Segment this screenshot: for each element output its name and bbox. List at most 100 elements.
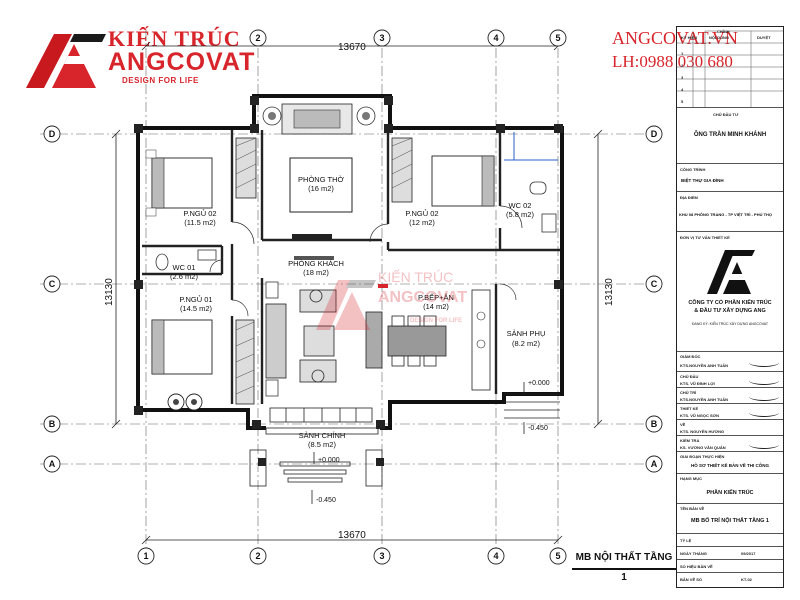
grid-row-b-left: B bbox=[49, 419, 56, 429]
rev-row-4: 4 bbox=[681, 87, 684, 92]
owner-cell: CHỦ ĐẦU TƯ ÔNG TRẦN MINH KHÁNH bbox=[677, 107, 783, 163]
owner-name: ÔNG TRẦN MINH KHÁNH bbox=[693, 132, 767, 138]
room-wc01-name: WC 01 bbox=[173, 263, 196, 272]
draft-name: KTS. NGUYỄN HƯƠNG bbox=[680, 429, 725, 434]
room-bed02-left-area: (11.5 m2) bbox=[184, 218, 216, 227]
room-living-area: (18 m2) bbox=[303, 268, 329, 277]
project-label: CÔNG TRÌNH bbox=[680, 167, 706, 172]
grid-row-d-right: D bbox=[651, 129, 658, 139]
check-cell: KIỂM TRA KS. VƯƠNG VĂN QUÂN bbox=[677, 435, 783, 451]
dim-left: 13130 bbox=[104, 278, 115, 306]
logo-tagline: DESIGN FOR LIFE bbox=[122, 76, 199, 85]
owner-label: CHỦ ĐẦU TƯ bbox=[713, 112, 739, 117]
room-altar-area: (16 m2) bbox=[308, 184, 334, 193]
chief-name: KTS.NGUYỄN ANH TUẤN bbox=[680, 397, 729, 402]
drawing-label: TÊN BẢN VẼ bbox=[680, 506, 705, 511]
company-address: ĐANG KÝ: KIẾN TRÚC XÂY DỰNG ANGCOVAT bbox=[691, 322, 769, 326]
grid-col-4-bottom: 4 bbox=[493, 551, 498, 561]
grid-row-a-left: A bbox=[49, 459, 56, 469]
chief-cell: CHỦ TRÌ KTS.NGUYỄN ANH TUẤN bbox=[677, 387, 783, 403]
project-name: BIỆT THỰ GIA ĐÌNH bbox=[681, 178, 724, 183]
dim-bottom: 13670 bbox=[338, 530, 366, 541]
brand-phone: LH:0988 030 680 bbox=[612, 52, 733, 71]
check-label: KIỂM TRA bbox=[680, 438, 700, 443]
rev-header-c3: DUYỆT bbox=[757, 35, 771, 40]
watermark-tagline: DESIGN FOR LIFE bbox=[410, 318, 462, 324]
rev-header-c0: CHỈNH bbox=[717, 29, 730, 34]
lead-cell: CHỦ ĐẦU KTS. VŨ ĐÌNH LỢI bbox=[677, 371, 783, 387]
scale-cell: TỶ LỆ bbox=[677, 533, 783, 546]
category-cell: HẠNG MỤC PHẦN KIẾN TRÚC bbox=[677, 473, 783, 503]
design-name: KTS. VŨ NGỌC SƠN bbox=[680, 413, 719, 418]
room-bed02-right-name: P.NGỦ 02 bbox=[405, 209, 438, 218]
dim-top: 13670 bbox=[338, 42, 366, 53]
project-cell: CÔNG TRÌNH BIỆT THỰ GIA ĐÌNH bbox=[677, 163, 783, 191]
grid-row-d-left: D bbox=[49, 129, 56, 139]
date-value: 09/2017 bbox=[741, 551, 756, 556]
company-line1: CÔNG TY CỔ PHẦN KIẾN TRÚC bbox=[688, 300, 772, 306]
designer-label: ĐƠN VỊ TƯ VẤN THIẾT KẾ bbox=[680, 235, 730, 240]
grid-row-a-right: A bbox=[651, 459, 658, 469]
lead-name: KTS. VŨ ĐÌNH LỢI bbox=[680, 381, 715, 386]
company-logo-icon bbox=[707, 250, 755, 294]
grid-col-5-top: 5 bbox=[555, 33, 560, 43]
dim-right: 13130 bbox=[604, 278, 615, 306]
room-bed02-right-area: (12 m2) bbox=[409, 218, 435, 227]
drawing-cell: TÊN BẢN VẼ MB BỐ TRÍ NỘI THẤT TẦNG 1 bbox=[677, 503, 783, 533]
phase-label: GIAI ĐOẠN THỰC HIỆN bbox=[680, 454, 725, 459]
room-wc02-name: WC 02 bbox=[509, 201, 532, 210]
sheet-title: MB NỘI THẤT TẦNG 1 bbox=[572, 548, 676, 583]
grid-col-2-top: 2 bbox=[255, 33, 260, 43]
chief-signature-icon bbox=[749, 392, 779, 401]
sheet-no-label-2: BẢN VẼ SỐ bbox=[680, 577, 703, 582]
room-living-name: PHÒNG KHÁCH bbox=[288, 259, 344, 268]
floor-plan: 13670 13670 13130 13130 2 3 4 5 1 2 3 4 … bbox=[40, 29, 663, 565]
grid-row-c-right: C bbox=[651, 279, 658, 289]
design-signature-icon bbox=[749, 408, 779, 417]
date-cell: NGÀY THÁNG 09/2017 bbox=[677, 546, 783, 559]
grid-col-3-bottom: 3 bbox=[379, 551, 384, 561]
room-bed01-area: (14.5 m2) bbox=[180, 304, 213, 313]
watermark: KIẾN TRÚC ANGCOVAT DESIGN FOR LIFE bbox=[316, 269, 467, 330]
room-side-hall-area: (8.2 m2) bbox=[512, 339, 540, 348]
lead-label: CHỦ ĐẦU bbox=[680, 374, 699, 379]
grid-row-b-right: B bbox=[651, 419, 658, 429]
sheet-no-cell-2: BẢN VẼ SỐ KT-02 bbox=[677, 572, 783, 587]
director-signature-icon bbox=[749, 358, 779, 367]
level-side-ground: -0.450 bbox=[528, 425, 548, 432]
chief-label: CHỦ TRÌ bbox=[680, 390, 697, 395]
room-main-hall-name: SẢNH CHÍNH bbox=[299, 431, 346, 440]
room-side-hall-name: SẢNH PHỤ bbox=[507, 329, 546, 338]
watermark-line2: ANGCOVAT bbox=[378, 289, 467, 306]
room-altar-name: PHÒNG THỜ bbox=[298, 175, 344, 184]
sheet-no-cell: SỐ HIỆU BẢN VẼ bbox=[677, 559, 783, 572]
rev-row-1: 1 bbox=[681, 51, 684, 56]
level-main-entry: +0.000 bbox=[318, 457, 340, 464]
location-cell: ĐỊA ĐIỂM KHU 08 PHÔNG TRANG - TP VIỆT TR… bbox=[677, 191, 783, 231]
room-wc02-area: (5.8 m2) bbox=[506, 210, 534, 219]
rev-row-2: 2 bbox=[681, 63, 684, 68]
room-main-hall-area: (8.5 m2) bbox=[308, 440, 336, 449]
rev-row-5: 5 bbox=[681, 99, 684, 104]
designer-cell: ĐƠN VỊ TƯ VẤN THIẾT KẾ CÔNG TY CỔ PHẦN K… bbox=[677, 231, 783, 351]
rev-row-3: 3 bbox=[681, 75, 684, 80]
category-label: HẠNG MỤC bbox=[680, 476, 702, 481]
rev-header-c2: NỘI DUNG bbox=[709, 35, 729, 40]
logo-text-kien-truc: KIẾN TRÚC bbox=[108, 26, 241, 51]
date-label: NGÀY THÁNG bbox=[680, 551, 707, 556]
director-cell: GIÁM ĐỐC KTS.NGUYỄN ANH TUẤN bbox=[677, 351, 783, 371]
grid-col-1-bottom: 1 bbox=[143, 551, 148, 561]
watermark-line1: KIẾN TRÚC bbox=[378, 269, 453, 285]
location-label: ĐỊA ĐIỂM bbox=[680, 195, 698, 200]
design-label: THIẾT KẾ bbox=[680, 406, 699, 411]
sheet-no-label: SỐ HIỆU BẢN VẼ bbox=[680, 564, 713, 569]
sheet-no-value: KT-02 bbox=[741, 577, 752, 582]
room-wc01-area: (2.6 m2) bbox=[170, 272, 198, 281]
director-name: KTS.NGUYỄN ANH TUẤN bbox=[680, 363, 729, 368]
grid-col-5-bottom: 5 bbox=[555, 551, 560, 561]
director-label: GIÁM ĐỐC bbox=[680, 354, 701, 359]
category-value: PHẦN KIẾN TRÚC bbox=[706, 490, 754, 496]
room-kitchen-name: P.BẾP+ĂN bbox=[418, 292, 454, 302]
phase-value: HỒ SƠ THIẾT KẾ BẢN VẼ THI CÔNG bbox=[690, 463, 770, 468]
logo-text-angcovat: ANGCOVAT bbox=[108, 48, 256, 76]
